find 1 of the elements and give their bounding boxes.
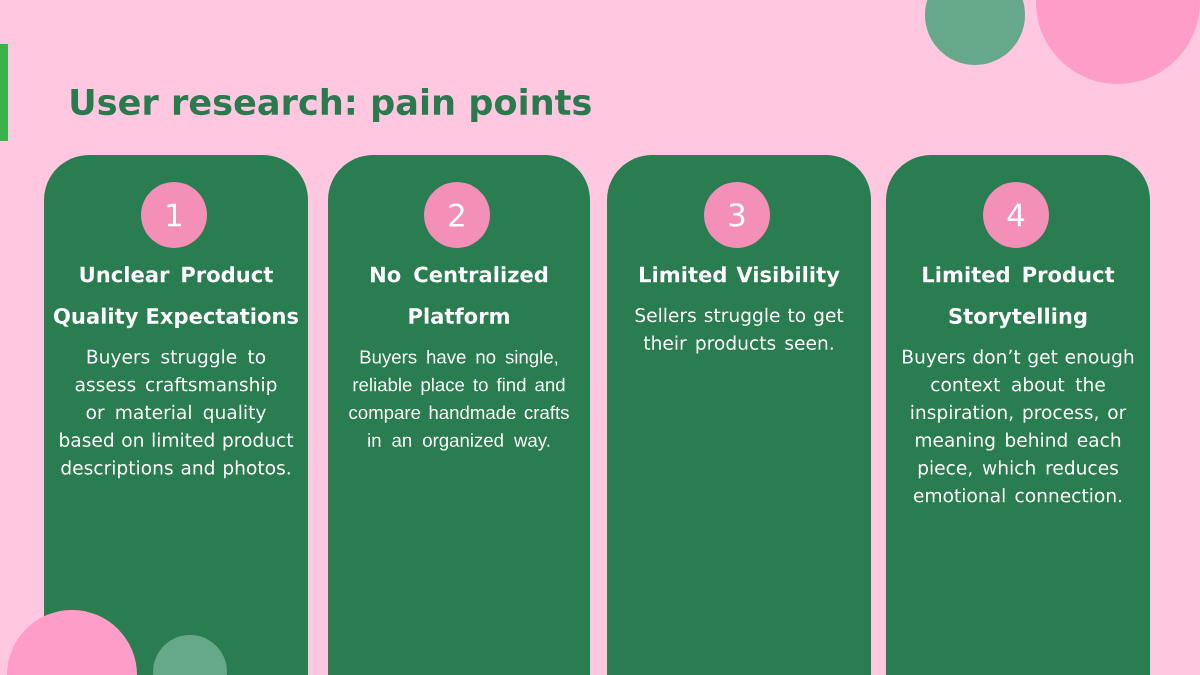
slide-title: User research: pain points [71,88,591,122]
